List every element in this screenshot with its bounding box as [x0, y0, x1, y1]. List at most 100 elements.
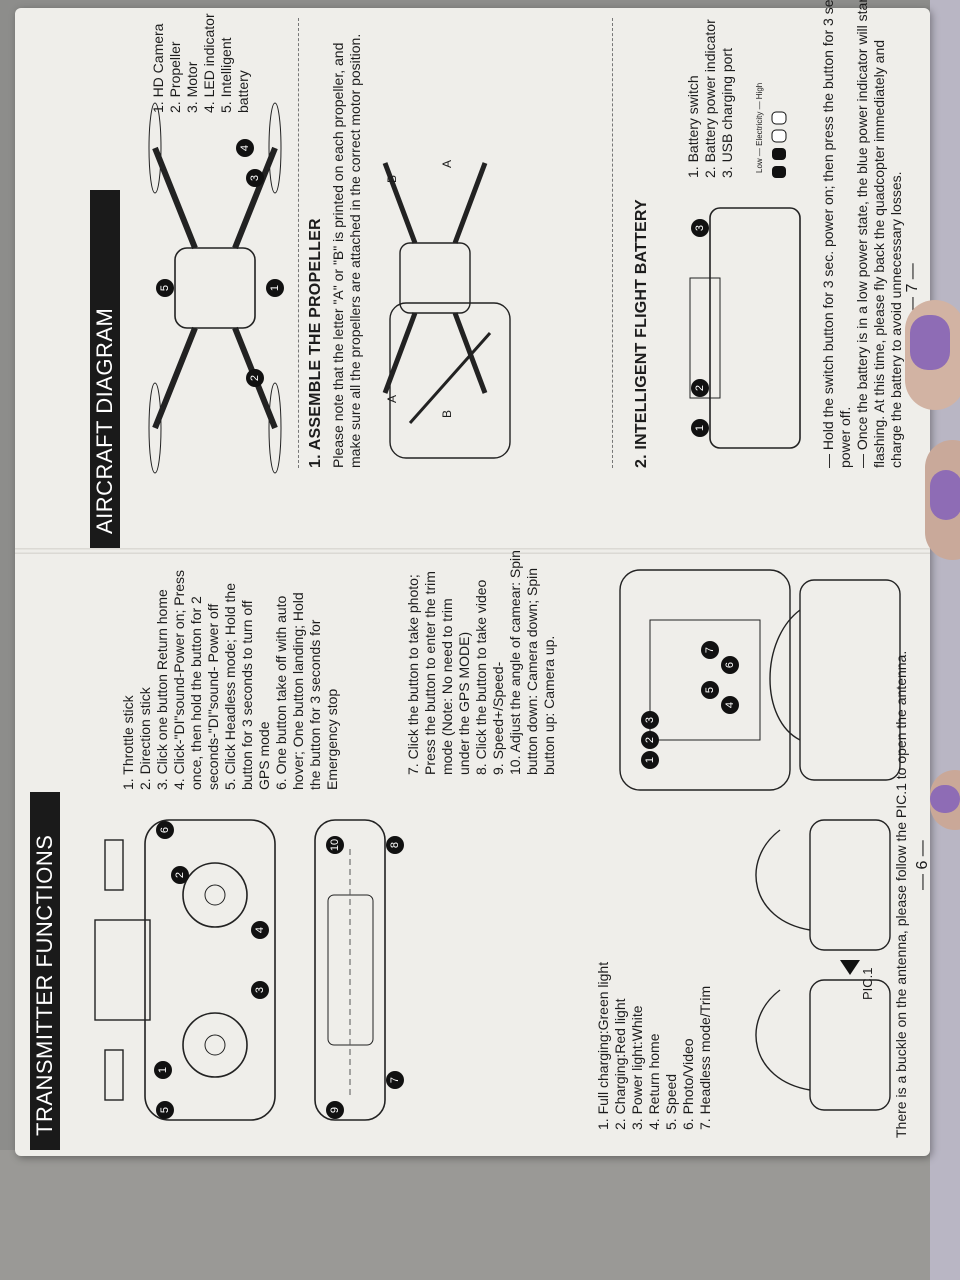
legend-item: 2. Charging:Red light	[612, 998, 628, 1130]
legend-item: 1. Battery switch	[685, 75, 701, 178]
function-line: hover; One button landing; Hold	[290, 592, 306, 790]
svg-text:10: 10	[329, 839, 341, 851]
legend-item: 2. Battery power indicator	[702, 19, 718, 178]
function-line: mode (Note: No need to trim	[439, 598, 455, 775]
propeller-label: A	[385, 394, 399, 403]
function-line: Press the button to enter the trim	[422, 571, 438, 775]
page-aircraft-diagram: AIRCRAFT DIAGRAM 1 2 3 4 5 1. HD Camera …	[20, 0, 925, 548]
note-line: charge the battery to avoid unnecessary …	[888, 171, 904, 468]
function-line: once, then hold the button for 2	[188, 596, 204, 790]
note-line: — Once the battery is in a low power sta…	[854, 0, 870, 468]
electricity-label: Low — Electricity — High	[755, 82, 764, 173]
transmitter-functions-list: 1. Throttle stick 2. Direction stick 3. …	[120, 570, 341, 790]
note-line: power off.	[837, 406, 853, 468]
function-line: 1. Throttle stick	[120, 695, 136, 790]
fingernail	[910, 315, 950, 370]
function-line: 2. Direction stick	[137, 687, 153, 790]
battery-notes: — Hold the switch button for 3 sec. powe…	[820, 0, 905, 468]
legend-item: 2. Propeller	[167, 41, 183, 113]
svg-text:4: 4	[724, 702, 736, 708]
antenna-hand-diagram	[755, 819, 891, 1111]
function-line: 7. Click the button to take photo;	[405, 574, 421, 775]
section-header-aircraft: AIRCRAFT DIAGRAM	[90, 190, 120, 548]
battery-legend: 1. Battery switch 2. Battery power indic…	[685, 19, 736, 178]
svg-text:7: 7	[704, 647, 716, 653]
svg-text:1: 1	[644, 757, 656, 763]
function-line: button up: Camera up.	[541, 635, 557, 775]
table-surface	[0, 1150, 960, 1280]
function-line: 10. Adjust the angle of camear: Spin	[507, 550, 523, 775]
propeller-label: B	[385, 174, 399, 183]
svg-text:7: 7	[389, 1077, 401, 1083]
function-line: GPS mode	[256, 721, 272, 790]
svg-text:5: 5	[159, 1107, 171, 1113]
battery-led-indicators	[771, 111, 787, 178]
svg-text:2: 2	[644, 737, 656, 743]
svg-text:3: 3	[694, 225, 706, 231]
transmitter-functions-list-2: 7. Click the button to take photo; Press…	[405, 550, 558, 775]
svg-text:3: 3	[644, 717, 656, 723]
legend-item: battery	[235, 70, 251, 113]
pic-label: PIC.1	[860, 967, 875, 1000]
aircraft-legend: 1. HD Camera 2. Propeller 3. Motor 4. LE…	[150, 13, 252, 113]
svg-text:1: 1	[269, 285, 281, 291]
legend-item: 5. Speed	[663, 1073, 679, 1130]
fingernail	[930, 785, 960, 813]
svg-text:4: 4	[239, 145, 251, 151]
background-edge	[930, 0, 960, 1280]
svg-text:4: 4	[254, 927, 266, 933]
divider	[298, 18, 299, 468]
svg-text:2: 2	[694, 385, 706, 391]
legend-item: 3. Motor	[184, 61, 200, 113]
note-line: flashing. At this time, please fly back …	[871, 39, 887, 468]
battery-title: 2. INTELLIGENT FLIGHT BATTERY	[633, 199, 650, 468]
propeller-title: 1. ASSEMBLE THE PROPELLER	[307, 218, 324, 468]
legend-item: 4. Return home	[646, 1033, 662, 1131]
legend-item: 1. Full charging:Green light	[595, 961, 611, 1130]
page-fold	[15, 548, 930, 554]
function-line: the button for 3 seconds for	[307, 619, 323, 790]
aircraft-diagram: 1 2 3 4 5	[148, 102, 284, 474]
fingernail	[930, 470, 960, 520]
svg-text:8: 8	[389, 842, 401, 848]
function-line: 4. Click-"DI"sound-Power on; Press	[171, 569, 187, 790]
propeller-label: B	[440, 409, 454, 418]
function-line: 3. Click one button Return home	[154, 589, 170, 790]
page-transmitter-functions: TRANSMITTER FUNCTIONS 1 3 4 2 5 6 9 7 10…	[20, 550, 931, 1150]
propeller-diagram	[382, 162, 511, 459]
function-line: button for 3 seconds to turn off	[239, 600, 255, 790]
function-line: 5. Click Headless mode; Hold the	[222, 583, 238, 790]
propeller-label: A	[440, 159, 454, 168]
function-line: Emergency stop	[324, 688, 340, 790]
transmitter-closeup-diagram: 1 2 3 4 5 6 7	[619, 569, 901, 791]
svg-text:3: 3	[254, 987, 266, 993]
battery-diagram: 1 2 3	[689, 207, 801, 449]
svg-text:9: 9	[329, 1107, 341, 1113]
svg-text:6: 6	[159, 827, 171, 833]
svg-text:5: 5	[159, 285, 171, 291]
svg-text:6: 6	[724, 662, 736, 668]
svg-text:2: 2	[174, 872, 186, 878]
svg-text:2: 2	[249, 375, 261, 381]
function-line: button down: Camera down; Spin	[524, 567, 540, 775]
legend-item: 6. Photo/Video	[680, 1038, 696, 1130]
function-line: 9. Speed+/Speed-	[490, 661, 506, 775]
transmitter-front-diagram: 1 3 4 2 5 6	[94, 819, 276, 1121]
legend-item: 5. Intelligent	[218, 37, 234, 114]
antenna-note: There is a buckle on the antenna, please…	[893, 650, 909, 1138]
legend-item: 3. USB charging port	[719, 48, 735, 178]
function-line: 8. Click the button to take video	[473, 579, 489, 775]
legend-item: 4. LED indicator	[201, 13, 217, 113]
svg-text:1: 1	[694, 425, 706, 431]
function-line: under the GPS MODE)	[456, 631, 472, 775]
legend-item: 1. HD Camera	[150, 23, 166, 113]
note-line: — Hold the switch button for 3 sec. powe…	[820, 0, 836, 468]
section-header-transmitter: TRANSMITTER FUNCTIONS	[30, 792, 60, 1150]
function-line: seconds-"DI"sound- Power off	[205, 603, 221, 790]
light-legend: 1. Full charging:Green light 2. Charging…	[595, 962, 714, 1130]
propeller-text: Please note that the letter "A" or "B" i…	[330, 33, 363, 468]
function-line: 6. One button take off with auto	[273, 595, 289, 790]
page-number-6: — 6 —	[914, 840, 931, 890]
svg-text:3: 3	[249, 175, 261, 181]
transmitter-top-diagram: 9 7 10 8	[314, 819, 404, 1121]
